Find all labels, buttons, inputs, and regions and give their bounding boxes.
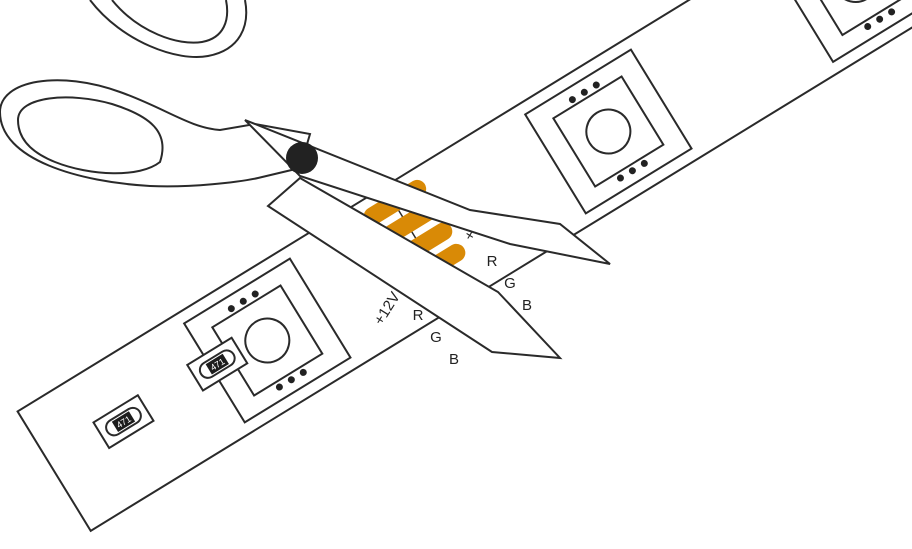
scissors-upper-blade: [244, 119, 611, 265]
led-module: [771, 0, 912, 64]
led-module: [523, 48, 693, 215]
label-r-left: R: [413, 307, 424, 324]
scissors-pivot: [286, 142, 318, 174]
scissors-lower-blade: [266, 176, 563, 360]
smd-resistor: 471: [92, 393, 155, 450]
label-g-left: G: [430, 329, 442, 346]
led-module: [182, 257, 352, 424]
led-strip: 471 471 471: [16, 0, 912, 533]
scissors-upper-handle: [89, 0, 248, 58]
label-b-right: B: [522, 297, 532, 314]
scissors-icon: [0, 0, 611, 360]
label-r-right: R: [487, 253, 498, 270]
smd-resistor: 471: [185, 336, 249, 392]
label-g-right: G: [504, 275, 516, 292]
label-b-left: B: [449, 351, 459, 368]
